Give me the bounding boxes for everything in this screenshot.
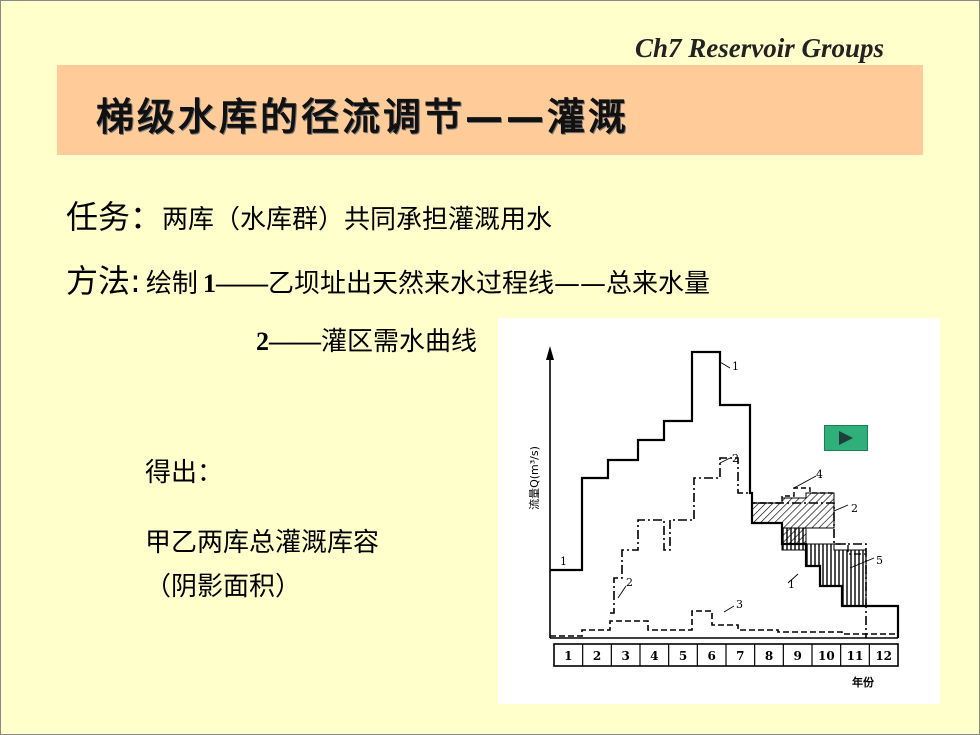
curve-label-2-right: 2 xyxy=(851,502,858,515)
x-axis-label: 年份 xyxy=(852,675,875,689)
month-cell: 12 xyxy=(875,649,892,663)
curve-4 xyxy=(752,487,834,504)
curve-3 xyxy=(550,610,898,637)
leader-c5 xyxy=(849,557,875,569)
chapter-label: Ch7 Reservoir Groups xyxy=(634,33,884,63)
leader-c4 xyxy=(793,475,817,489)
method-label: 方法: xyxy=(66,262,141,300)
curve-label-5: 5 xyxy=(876,554,883,567)
leader-c1-top xyxy=(719,361,731,369)
leader-c3 xyxy=(723,605,735,613)
curve-label-1-left: 1 xyxy=(560,555,567,568)
result-label: 得出： xyxy=(145,458,224,488)
leader-c2-left xyxy=(617,585,627,599)
method-text-1: 乙坝址出天然来水过程线——总来水量 xyxy=(268,269,711,299)
month-cell: 11 xyxy=(847,649,864,663)
y-axis-label: 流量Q(m³/s) xyxy=(527,446,541,510)
method-text-2: 灌区需水曲线 xyxy=(321,327,478,357)
method-number-2: 2—— xyxy=(256,327,321,356)
play-button[interactable] xyxy=(824,425,868,451)
title-bar xyxy=(57,65,923,155)
leader-c2-right xyxy=(833,504,849,512)
task-text: 两库（水库群）共同承担灌溉用水 xyxy=(162,205,553,235)
task-line: 任务：两库（水库群）共同承担灌溉用水 xyxy=(66,192,552,238)
method-line-2: 2——灌区需水曲线 xyxy=(256,321,477,358)
curve-label-1-mid: 1 xyxy=(788,578,795,591)
play-triangle-icon xyxy=(839,431,853,445)
month-cell: 10 xyxy=(818,649,835,663)
curve-label-4: 4 xyxy=(816,468,823,481)
curve-1 xyxy=(550,350,900,638)
curve-label-2-top: 2 xyxy=(732,452,739,465)
method-number-1: 1—— xyxy=(203,269,268,298)
month-cell: 6 xyxy=(707,649,715,663)
method-prefix: 绘制 xyxy=(145,269,198,299)
method-line: 方法: 绘制 1——乙坝址出天然来水过程线——总来水量 xyxy=(66,256,710,302)
result-text-1: 甲乙两库总灌溉库容 xyxy=(145,528,380,558)
result-text-2: （阴影面积） xyxy=(145,572,302,602)
leader-c2-top xyxy=(719,457,731,464)
leader-c1-mid xyxy=(787,573,799,584)
task-label: 任务： xyxy=(66,198,163,236)
curve-label-1-top: 1 xyxy=(732,360,739,373)
month-cell: 1 xyxy=(564,649,572,663)
month-cell: 8 xyxy=(765,649,773,663)
curve-label-2-left: 2 xyxy=(626,576,633,589)
month-cell: 5 xyxy=(679,649,687,663)
month-cell: 7 xyxy=(736,649,744,663)
month-cell: 3 xyxy=(621,649,629,663)
month-cell: 2 xyxy=(593,649,601,663)
slide-title: 梯级水库的径流调节——灌溉 xyxy=(96,95,630,139)
hydrograph-svg: 流量Q(m³/s) 1 2 4 2 5 1 1 xyxy=(527,346,900,689)
y-axis-arrow xyxy=(546,346,554,360)
month-cell: 9 xyxy=(793,649,801,663)
hydrograph-figure: 流量Q(m³/s) 1 2 4 2 5 1 1 xyxy=(498,318,940,704)
curve-label-3: 3 xyxy=(736,598,743,611)
month-cell: 4 xyxy=(650,649,658,663)
